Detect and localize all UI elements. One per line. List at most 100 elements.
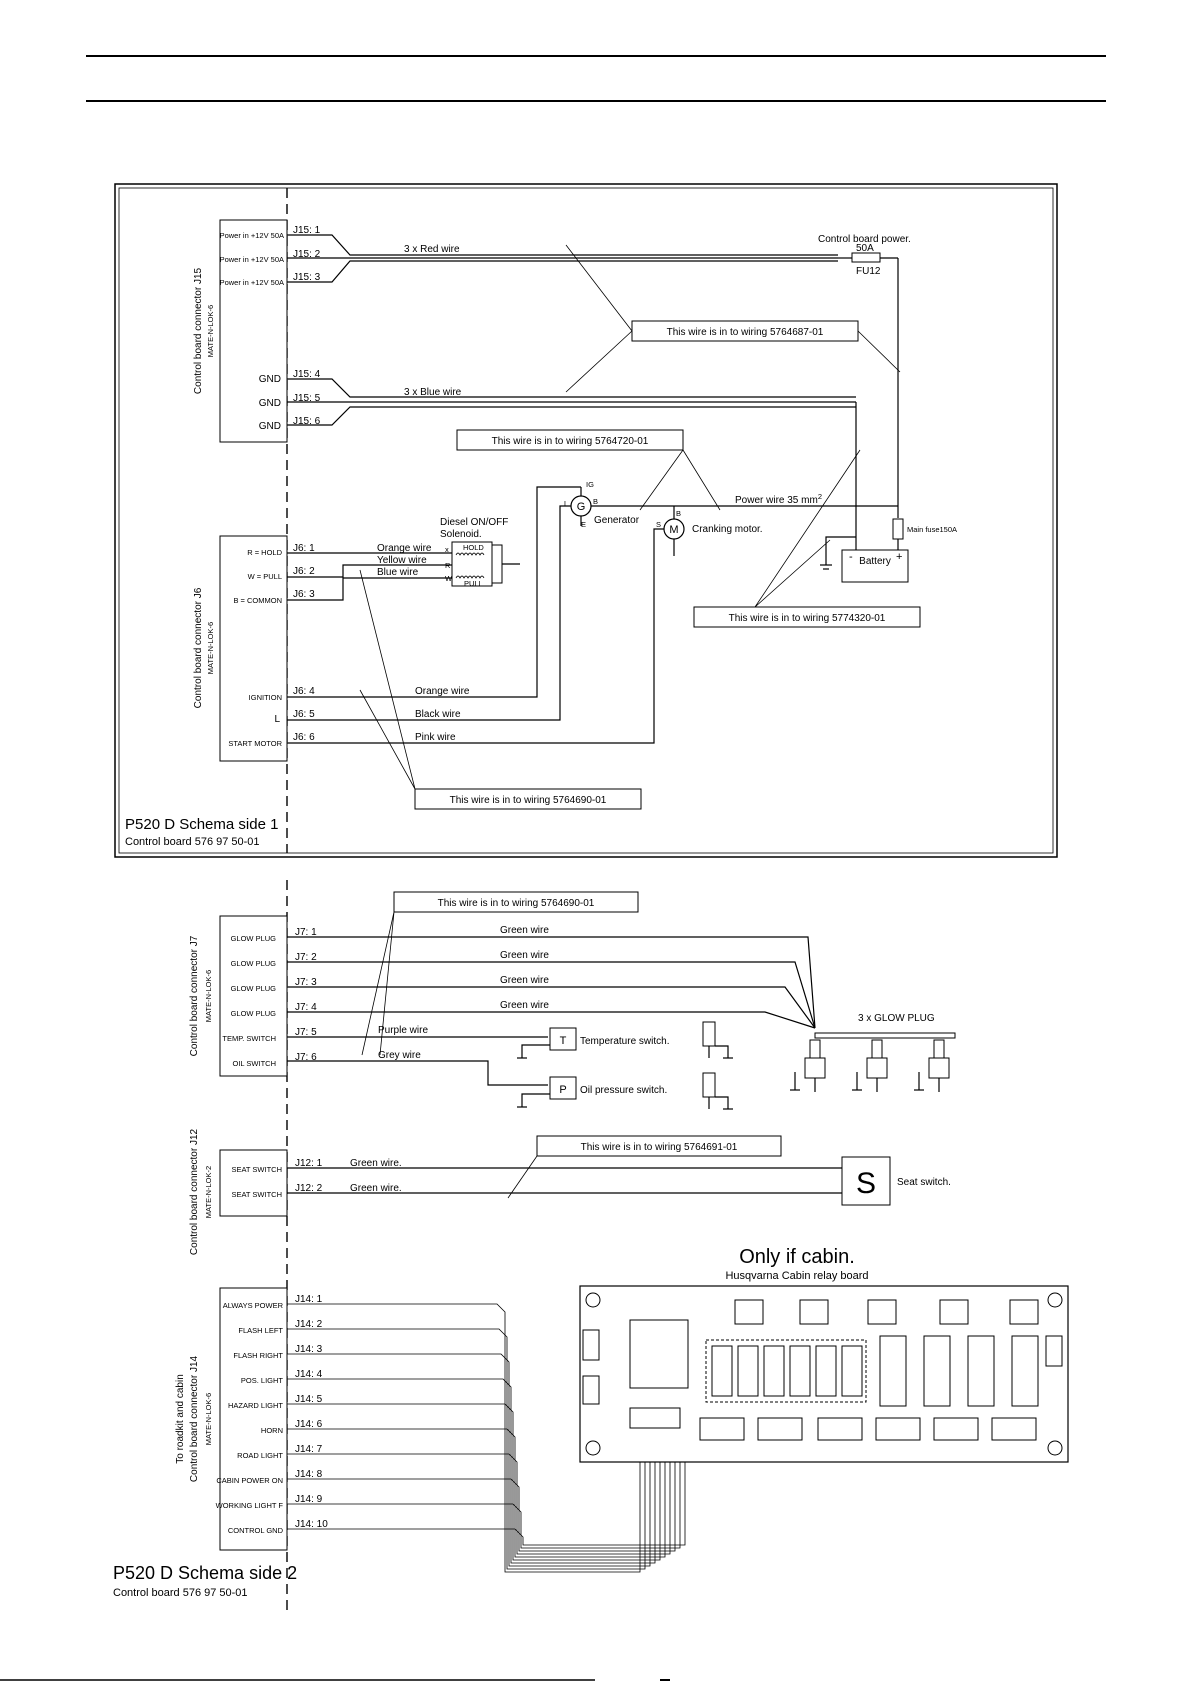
svg-text:L: L xyxy=(274,714,280,725)
svg-text:Black wire: Black wire xyxy=(415,709,461,720)
j14-pin-desc: HORN xyxy=(261,1426,283,1435)
battery-label: Battery xyxy=(859,556,891,567)
cabin-note: Only if cabin. xyxy=(739,1246,855,1268)
glow-plug-label: 3 x GLOW PLUG xyxy=(858,1013,935,1024)
j7-pin-desc: TEMP. SWITCH xyxy=(222,1034,276,1043)
svg-text:GND: GND xyxy=(259,374,281,385)
svg-text:J6: 5: J6: 5 xyxy=(293,709,315,720)
svg-text:Power in +12V 50A: Power in +12V 50A xyxy=(220,231,284,240)
svg-text:IG: IG xyxy=(586,480,594,489)
j14-pin-id: J14: 5 xyxy=(295,1394,323,1405)
j7-pin-id: J7: 3 xyxy=(295,977,317,988)
svg-text:Yellow wire: Yellow wire xyxy=(377,555,427,566)
blue-wire-label: 3 x Blue wire xyxy=(404,387,462,398)
j14-pin-desc: WORKING LIGHT F xyxy=(216,1501,284,1510)
j14-pin-desc: CABIN POWER ON xyxy=(216,1476,283,1485)
j15-pins: Power in +12V 50A Power in +12V 50A Powe… xyxy=(220,225,321,432)
j14-harness-wire xyxy=(287,1428,666,1558)
glow-plug-2 xyxy=(852,1039,888,1092)
j7-pin-id: J7: 5 xyxy=(295,1027,317,1038)
j14-pin-desc: FLASH LEFT xyxy=(238,1326,283,1335)
j7-wire-label: Green wire xyxy=(500,975,549,986)
note-5764690-side1: This wire is in to wiring 5764690-01 xyxy=(450,795,607,806)
svg-text:Power in +12V 50A: Power in +12V 50A xyxy=(220,278,284,287)
svg-text:P: P xyxy=(559,1084,566,1096)
j14-label2: Control board connector J14 xyxy=(189,1355,200,1482)
j14-pin-desc: CONTROL GND xyxy=(228,1526,284,1535)
svg-text:J15: 4: J15: 4 xyxy=(293,369,321,380)
j7-wire-label: Green wire xyxy=(500,925,549,936)
svg-text:Blue wire: Blue wire xyxy=(377,567,419,578)
side1-title: P520 D Schema side 1 xyxy=(125,816,278,833)
generator-label: Generator xyxy=(594,515,640,526)
j12-type: MATE-N-LOK-2 xyxy=(204,1166,213,1218)
j14-pin-desc: HAZARD LIGHT xyxy=(228,1401,283,1410)
svg-text:B = COMMON: B = COMMON xyxy=(233,596,282,605)
j14-pin-desc: ALWAYS POWER xyxy=(223,1301,284,1310)
j14-harness-wire xyxy=(287,1430,681,1549)
j14-harness-wire xyxy=(287,1378,656,1564)
svg-text:Pink wire: Pink wire xyxy=(415,732,456,743)
j7-label: Control board connector J7 xyxy=(189,935,200,1056)
j14-harness-wire xyxy=(287,1430,686,1546)
svg-text:Orange wire: Orange wire xyxy=(415,686,470,697)
j7-pin-desc: GLOW PLUG xyxy=(231,934,277,943)
svg-text:J6: 1: J6: 1 xyxy=(293,543,315,554)
svg-text:Power in +12V 50A: Power in +12V 50A xyxy=(220,255,284,264)
note-5764720: This wire is in to wiring 5764720-01 xyxy=(492,436,649,447)
j14-pin-id: J14: 6 xyxy=(295,1419,323,1430)
svg-text:HOLD: HOLD xyxy=(463,543,484,552)
svg-text:x: x xyxy=(445,545,449,554)
seat-switch-label: Seat switch. xyxy=(897,1177,951,1188)
oil-switch-label: Oil pressure switch. xyxy=(580,1085,667,1096)
j14-pin-desc: ROAD LIGHT xyxy=(237,1451,283,1460)
j12-pin-id: J12: 1 xyxy=(295,1158,323,1169)
svg-text:FU12: FU12 xyxy=(856,266,881,277)
svg-text:J6: 6: J6: 6 xyxy=(293,732,315,743)
svg-text:START MOTOR: START MOTOR xyxy=(228,739,282,748)
side2-board: Control board 576 97 50-01 xyxy=(113,1587,248,1599)
j14-harness-wire xyxy=(287,1430,676,1552)
svg-text:E: E xyxy=(581,520,586,529)
solenoid-label: Diesel ON/OFF xyxy=(440,517,508,528)
temp-switch-label: Temperature switch. xyxy=(580,1036,669,1047)
cranking-motor-label: Cranking motor. xyxy=(692,524,763,535)
glow-plug-1 xyxy=(790,1039,826,1092)
j14-pin-id: J14: 8 xyxy=(295,1469,323,1480)
j14-pin-id: J14: 7 xyxy=(295,1444,323,1455)
svg-text:B: B xyxy=(676,509,681,518)
note-5764691: This wire is in to wiring 5764691-01 xyxy=(581,1142,738,1153)
j7-wire-label: Green wire xyxy=(500,1000,549,1011)
j12-wire-label: Green wire. xyxy=(350,1183,402,1194)
j7-wire-label: Purple wire xyxy=(378,1025,428,1036)
j12-pin-id: J12: 2 xyxy=(295,1183,323,1194)
svg-text:-: - xyxy=(849,551,853,563)
svg-text:R = HOLD: R = HOLD xyxy=(247,548,282,557)
ctrl-power-label: Control board power. xyxy=(818,234,911,245)
j14-harness-wire xyxy=(287,1353,651,1567)
j14-pin-id: J14: 10 xyxy=(295,1519,328,1530)
j7-pin-desc: GLOW PLUG xyxy=(231,959,277,968)
j14-pin-id: J14: 9 xyxy=(295,1494,323,1505)
cabin-board-label: Husqvarna Cabin relay board xyxy=(725,1270,868,1282)
svg-text:+: + xyxy=(896,551,902,563)
svg-text:50A: 50A xyxy=(856,243,874,254)
svg-text:J15: 6: J15: 6 xyxy=(293,416,321,427)
j14-pin-id: J14: 3 xyxy=(295,1344,323,1355)
j12-wire-label: Green wire. xyxy=(350,1158,402,1169)
j14-harness xyxy=(287,1303,686,1573)
svg-text:J6: 2: J6: 2 xyxy=(293,566,315,577)
cabin-relay-board xyxy=(579,1285,1069,1463)
j7-wire-label: Grey wire xyxy=(378,1050,421,1061)
svg-text:J15: 3: J15: 3 xyxy=(293,272,321,283)
j15-label: Control board connector J15 xyxy=(193,267,204,394)
j14-pin-desc: FLASH RIGHT xyxy=(233,1351,283,1360)
j15-type: MATE-N-LOK-6 xyxy=(206,305,215,357)
j14-label1: To roadkit and cabin xyxy=(175,1374,186,1464)
side2-title: P520 D Schema side 2 xyxy=(113,1563,297,1583)
j12-label: Control board connector J12 xyxy=(189,1128,200,1255)
